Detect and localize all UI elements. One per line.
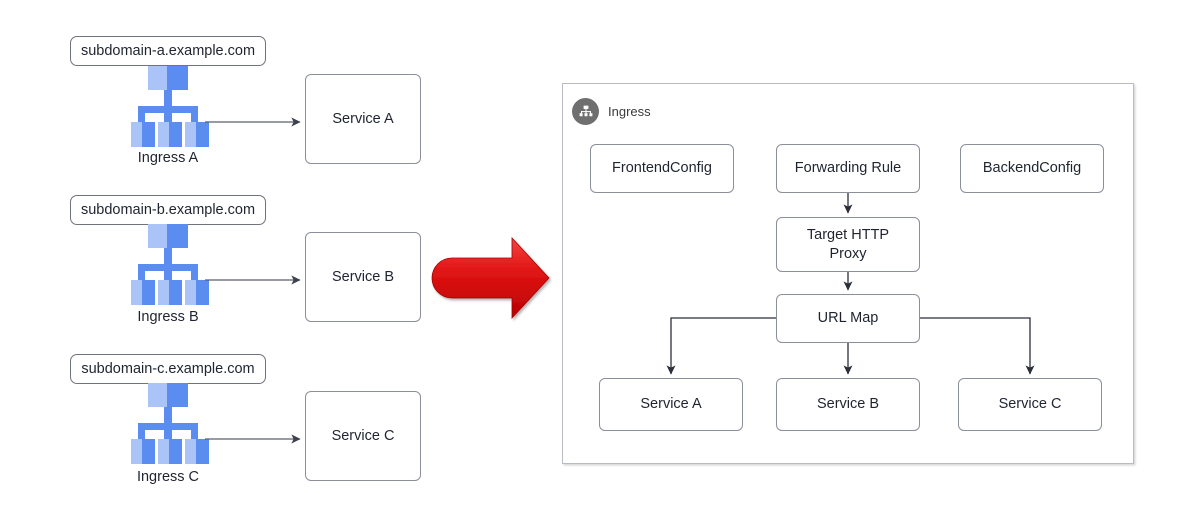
frontend-config-box[interactable]: FrontendConfig [590, 144, 734, 193]
ingress-caption-b: Ingress B [137, 309, 199, 325]
ingress-tree-icon [126, 66, 210, 147]
target-http-proxy-line-1: Target HTTP [806, 227, 890, 244]
left-service-box-c[interactable]: Service C [305, 391, 421, 481]
panel-header-label: Ingress [608, 104, 651, 119]
url-map-box[interactable]: URL Map [776, 294, 920, 343]
ingress-tree-icon [126, 383, 210, 464]
forwarding-rule-box[interactable]: Forwarding Rule [776, 144, 920, 193]
panel-service-box-b[interactable]: Service B [776, 378, 920, 431]
left-service-box-a[interactable]: Service A [305, 74, 421, 164]
ingress-caption-a: Ingress A [137, 150, 199, 166]
host-label-c: subdomain-c.example.com [70, 354, 266, 384]
backend-config-box[interactable]: BackendConfig [960, 144, 1104, 193]
host-label-a: subdomain-a.example.com [70, 36, 266, 66]
target-http-proxy-line-2: Proxy [829, 245, 867, 262]
red-right-arrow [431, 236, 550, 320]
panel-header: Ingress [572, 98, 651, 125]
ingress-badge-icon [572, 98, 599, 125]
ingress-caption-c: Ingress C [136, 469, 200, 485]
left-service-box-b[interactable]: Service B [305, 232, 421, 322]
panel-service-box-c[interactable]: Service C [958, 378, 1102, 431]
panel-service-box-a[interactable]: Service A [599, 378, 743, 431]
target-http-proxy-box[interactable]: Target HTTP Proxy [776, 217, 920, 272]
ingress-tree-icon [126, 224, 210, 305]
host-label-b: subdomain-b.example.com [70, 195, 266, 225]
